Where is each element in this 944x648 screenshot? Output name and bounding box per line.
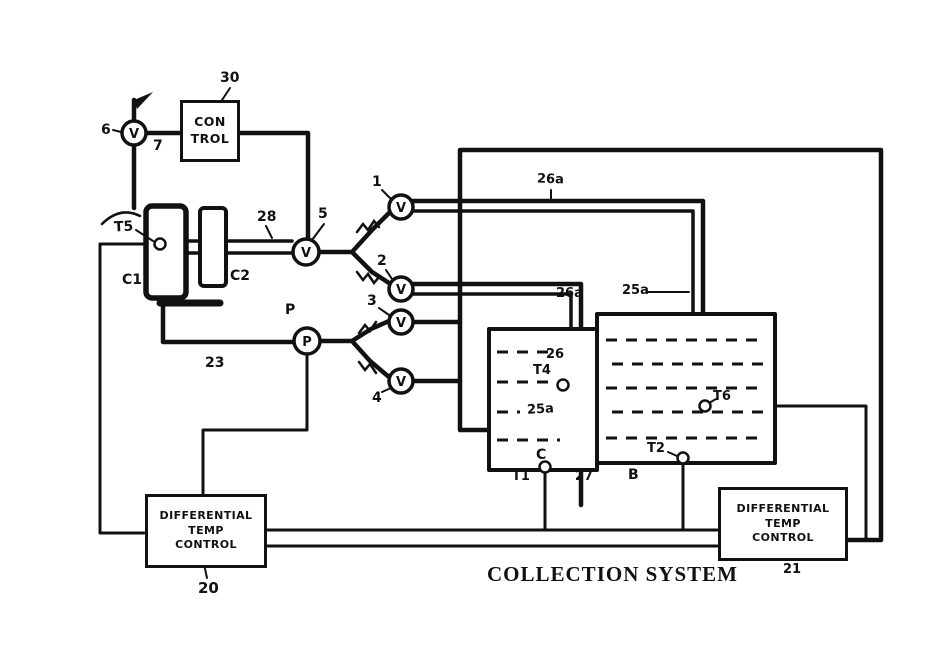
ref-27: 27 (575, 469, 594, 484)
squiggle-branch-2 (355, 270, 381, 286)
control-unit-box: CON TROL (180, 100, 240, 162)
pipe-pump-branch (318, 318, 392, 380)
ref-28: 28 (257, 209, 277, 225)
sensor-t6-dot (698, 399, 712, 413)
pipe-26a-inner (411, 209, 695, 358)
label-t6: T6 (713, 389, 731, 404)
leader-3 (378, 307, 390, 316)
differential-temp-control-21: DIFFERENTIAL TEMP CONTROL (718, 487, 848, 561)
ref-p: P (285, 302, 296, 318)
diff20-line2: TEMP (188, 523, 224, 537)
pipe-valve5-branch (317, 210, 392, 286)
valve-5-letter: V (301, 246, 311, 261)
diff21-line3: CONTROL (752, 531, 814, 545)
pump-circle (292, 326, 322, 356)
squiggle-branch-3 (357, 320, 378, 335)
leader-t5 (135, 229, 154, 242)
pump-letter: P (302, 335, 312, 350)
label-t1: T1 (512, 469, 530, 484)
label-t2: T2 (647, 441, 665, 456)
label-c2: C2 (230, 268, 251, 284)
ref-b: B (628, 467, 639, 483)
ref-30: 30 (220, 70, 240, 86)
pipe-26a-outer (410, 198, 706, 359)
ref-20: 20 (198, 579, 219, 597)
leader-t2 (667, 451, 678, 457)
diagram-title: COLLECTION SYSTEM (487, 562, 738, 586)
valve-2-circle (387, 275, 415, 303)
valve-2-letter: V (396, 283, 406, 298)
squiggle-branch-1 (355, 218, 381, 234)
ref-5: 5 (318, 206, 328, 222)
ref-c: C (536, 447, 547, 463)
ref-26a-top: 26a (536, 171, 565, 188)
control-unit-line2: TROL (190, 131, 230, 146)
sensor-t4-dot (556, 378, 570, 392)
leader-2 (385, 269, 393, 280)
valve-3-circle (387, 308, 415, 336)
leader-5 (311, 223, 325, 241)
leader-28 (265, 225, 273, 239)
ref-26: 26 (546, 347, 565, 362)
collector-c1 (143, 203, 189, 301)
sensor-t1-dot (538, 460, 552, 474)
sensor-t2-dot (676, 451, 690, 465)
collector-c2 (198, 206, 228, 288)
squiggle-branch-4 (357, 360, 378, 375)
leader-30 (221, 87, 231, 101)
ref-4: 4 (372, 390, 382, 406)
ref-26a-mid: 26a (556, 286, 583, 301)
valve-5-circle (291, 237, 321, 267)
t5-arc (100, 211, 142, 226)
outer-loop-pipe (457, 147, 884, 543)
label-c1: C1 (122, 272, 143, 288)
ref-7: 7 (153, 138, 163, 154)
pipe-valve3-out (410, 319, 492, 433)
valve-1-letter: V (396, 201, 406, 216)
wire-t5-to-box20 (98, 242, 157, 535)
ref-3: 3 (367, 293, 377, 309)
ref-6: 6 (101, 122, 111, 138)
valve-top-circle (120, 119, 148, 147)
valve-4-circle (387, 367, 415, 395)
ref-23: 23 (205, 355, 225, 371)
ref-25a-tank: 25a (526, 401, 555, 418)
leader-6 (112, 129, 122, 133)
differential-temp-control-20: DIFFERENTIAL TEMP CONTROL (145, 494, 267, 568)
pipe-23 (160, 296, 297, 345)
diff21-line1: DIFFERENTIAL (736, 501, 830, 515)
ref-1: 1 (372, 174, 382, 190)
valve-top-letter: V (129, 127, 139, 142)
diff20-line1: DIFFERENTIAL (159, 508, 253, 522)
pipe-control-to-valve5 (235, 130, 311, 241)
valve-4-letter: V (396, 375, 406, 390)
leader-4 (381, 387, 392, 393)
flag-icon (134, 92, 153, 109)
label-t5: T5 (113, 218, 134, 236)
control-unit-line1: CON (194, 114, 226, 130)
wire-pump-to-box20 (201, 353, 309, 495)
valve-1-circle (387, 193, 415, 221)
diff21-line2: TEMP (765, 516, 801, 530)
sensor-t5-dot (153, 237, 167, 251)
diff20-line3: CONTROL (175, 538, 237, 552)
ref-21: 21 (783, 562, 802, 577)
ref-2: 2 (377, 253, 387, 269)
label-t4: T4 (533, 363, 551, 378)
leader-1 (381, 189, 392, 200)
ref-25a: 25a (622, 283, 649, 298)
valve-3-letter: V (396, 316, 406, 331)
